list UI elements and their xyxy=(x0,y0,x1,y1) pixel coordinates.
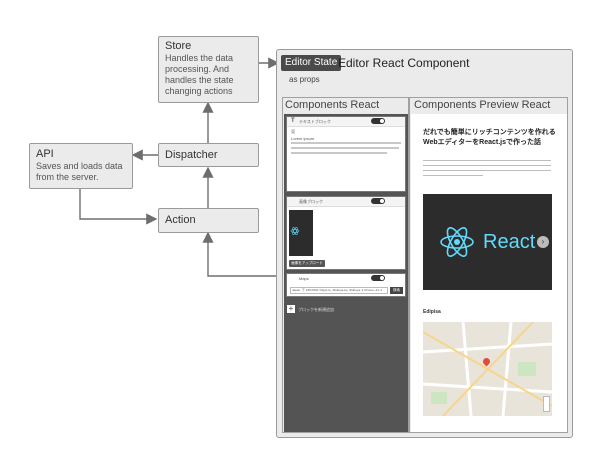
block-toggle[interactable] xyxy=(371,198,385,204)
preview-heading-line1: だれでも簡単にリッチコンテンツを作れる xyxy=(423,129,556,136)
block-toggle[interactable] xyxy=(371,118,385,124)
api-to-action-connector xyxy=(79,189,158,225)
store-node: Store Handles the data processing. And h… xyxy=(158,36,259,103)
image-block-card[interactable]: 画像ブロック 画像をアップロード xyxy=(286,196,406,270)
api-desc-line: Saves and loads data xyxy=(36,161,123,171)
block-toggle[interactable] xyxy=(371,275,385,281)
action-node: Action xyxy=(158,208,259,233)
preview-text-line xyxy=(423,175,483,176)
text-block-label: テキストブロック xyxy=(299,119,331,124)
react-banner-text: React xyxy=(483,231,536,253)
text-block-body: Lorem ipsum xyxy=(291,136,315,141)
api-node: API Saves and loads data from the server… xyxy=(29,143,133,189)
preview-map-heading: Edipisa xyxy=(423,309,441,315)
map-address-input[interactable]: Japan, 〒 150-0002 Tōkyō-to, Shibuya-ku, … xyxy=(290,287,388,294)
api-title: API xyxy=(36,148,54,160)
preview-heading-line2: WebエディターをReact.jsで作った話 xyxy=(423,139,542,146)
editor-state-badge: Editor State xyxy=(281,55,342,71)
preview-text-line xyxy=(423,165,551,166)
add-block-button[interactable]: + xyxy=(287,304,295,313)
store-title: Store xyxy=(165,40,192,52)
map-search-button[interactable]: 検索 xyxy=(390,287,403,294)
text-block-toolbar xyxy=(287,117,405,127)
text-line xyxy=(291,147,399,149)
store-desc-line: processing. And xyxy=(165,64,230,74)
api-desc-line: from the server. xyxy=(36,172,99,182)
map-address-value: Japan, 〒 150-0002 Tōkyō-to, Shibuya-ku, … xyxy=(292,288,383,292)
map-block-label: Maps xyxy=(299,276,309,281)
preview-text-line xyxy=(423,160,551,161)
react-logo-icon xyxy=(290,227,300,235)
dispatcher-title: Dispatcher xyxy=(165,149,218,161)
editor-to-action-connector xyxy=(202,231,283,277)
map-block-card[interactable]: Maps Japan, 〒 150-0002 Tōkyō-to, Shibuya… xyxy=(286,273,406,297)
store-desc-line: handles the state xyxy=(165,75,234,85)
zoom-control[interactable] xyxy=(543,396,550,412)
components-react-title: Components React xyxy=(285,99,380,111)
preview-text-line xyxy=(423,170,551,171)
upload-image-button[interactable]: 画像をアップロード xyxy=(289,260,325,267)
store-desc-line: changing actions xyxy=(165,86,233,96)
add-block-label: ブロックを新規追加 xyxy=(298,307,334,312)
props-label: as props xyxy=(289,75,320,84)
image-block-label: 画像ブロック xyxy=(299,199,323,204)
image-thumbnail xyxy=(289,210,313,256)
react-banner-image: React › xyxy=(423,194,552,290)
dispatcher-node: Dispatcher xyxy=(158,143,259,167)
image-block-toolbar xyxy=(287,197,405,207)
carousel-next-icon[interactable]: › xyxy=(537,236,549,248)
react-atom-icon xyxy=(440,227,474,257)
editor-component-title: Editor React Component xyxy=(338,56,470,70)
map-streets xyxy=(423,322,552,416)
text-block-card[interactable]: T テキストブロック 見 Lorem ipsum xyxy=(286,116,406,192)
action-title: Action xyxy=(165,214,196,226)
store-desc-line: Handles the data xyxy=(165,53,234,63)
text-line xyxy=(291,152,387,154)
section-icon: 見 xyxy=(291,129,295,134)
map-preview-image xyxy=(423,322,552,416)
text-line xyxy=(291,142,401,144)
components-preview-title: Components Preview React xyxy=(414,99,551,111)
text-block-icon: T xyxy=(291,118,295,124)
